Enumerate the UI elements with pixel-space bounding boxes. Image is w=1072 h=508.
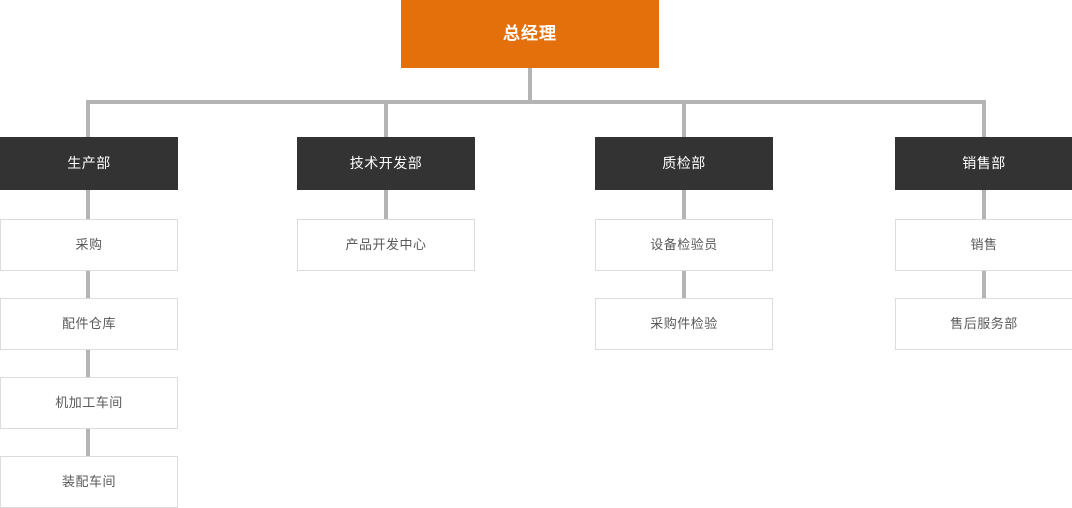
org-node-department-2-label: 技术开发部	[349, 155, 423, 172]
org-node-root-label: 总经理	[503, 23, 557, 43]
org-node-department-1[interactable]: 生产部	[0, 137, 178, 190]
org-node-department-3[interactable]: 质检部	[595, 137, 773, 190]
connector-horizontal-bus	[86, 100, 986, 104]
org-node-branch2-child1-label: 产品开发中心	[345, 237, 427, 253]
connector-branch3-to-child1	[682, 190, 686, 219]
org-node-branch1-child4-label: 装配车间	[61, 474, 116, 490]
org-node-branch4-child2-label: 售后服务部	[950, 316, 1018, 332]
org-node-branch1-child3-label: 机加工车间	[55, 395, 123, 411]
org-node-root-general-manager[interactable]: 总经理	[401, 0, 659, 68]
org-node-branch3-child2-label: 采购件检验	[650, 316, 718, 332]
connector-branch1-to-child4	[86, 429, 90, 456]
connector-branch4-to-child1	[982, 190, 986, 219]
connector-branch1-to-child1	[86, 190, 90, 219]
connector-root-stem	[528, 68, 532, 100]
org-node-branch3-child1[interactable]: 设备检验员	[595, 219, 773, 271]
connector-branch4-to-child2	[982, 271, 986, 298]
org-node-branch3-child2[interactable]: 采购件检验	[595, 298, 773, 350]
org-node-department-4-label: 销售部	[962, 155, 1006, 172]
org-node-branch3-child1-label: 设备检验员	[650, 237, 718, 253]
org-node-department-1-label: 生产部	[67, 155, 111, 172]
org-node-branch4-child2[interactable]: 售后服务部	[895, 298, 1072, 350]
connector-branch1-to-child3	[86, 350, 90, 377]
org-node-branch1-child1[interactable]: 采购	[0, 219, 178, 271]
org-node-branch1-child2-label: 配件仓库	[61, 316, 116, 332]
org-node-branch4-child1[interactable]: 销售	[895, 219, 1072, 271]
org-node-branch1-child1-label: 采购	[75, 237, 103, 253]
connector-bus-drop-2	[384, 100, 388, 137]
connector-bus-drop-4	[982, 100, 986, 137]
org-node-branch2-child1[interactable]: 产品开发中心	[297, 219, 475, 271]
org-node-branch4-child1-label: 销售	[970, 237, 998, 253]
org-node-branch1-child3[interactable]: 机加工车间	[0, 377, 178, 429]
org-node-branch1-child2[interactable]: 配件仓库	[0, 298, 178, 350]
connector-branch1-to-child2	[86, 271, 90, 298]
connector-bus-drop-3	[682, 100, 686, 137]
connector-bus-drop-1	[86, 100, 90, 137]
connector-branch3-to-child2	[682, 271, 686, 298]
org-node-branch1-child4[interactable]: 装配车间	[0, 456, 178, 508]
org-node-department-2[interactable]: 技术开发部	[297, 137, 475, 190]
connector-branch2-to-child1	[384, 190, 388, 219]
org-node-department-4[interactable]: 销售部	[895, 137, 1072, 190]
org-node-department-3-label: 质检部	[662, 155, 706, 172]
